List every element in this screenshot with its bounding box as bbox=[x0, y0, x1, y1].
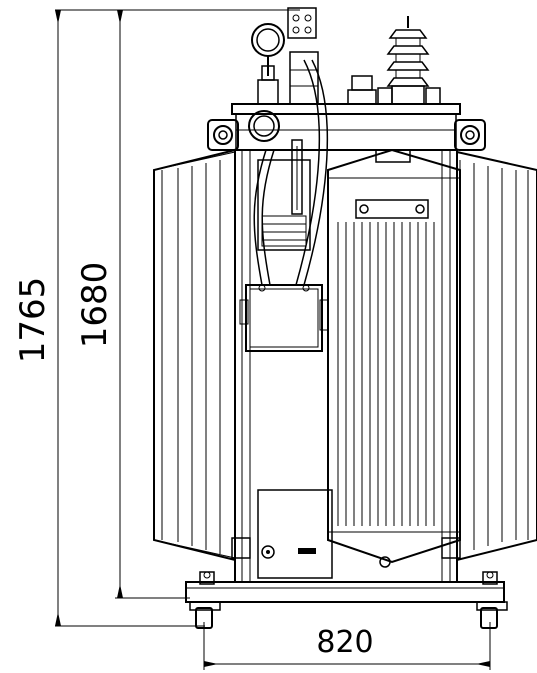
lv-bushings bbox=[347, 75, 441, 105]
pressure-gauge-top bbox=[251, 23, 285, 105]
wheel-right bbox=[476, 601, 508, 629]
cables bbox=[253, 59, 329, 286]
top-bracket bbox=[287, 7, 317, 39]
gas-relay bbox=[289, 51, 319, 105]
dimension-label-wheel-track: 820 bbox=[316, 625, 373, 660]
dimension-820: 820 bbox=[203, 622, 491, 670]
radiator-right bbox=[441, 150, 537, 562]
gauge-lower bbox=[248, 110, 280, 142]
lifting-lug-left bbox=[207, 119, 239, 151]
dimension-label-overall-height: 1765 bbox=[13, 277, 53, 364]
junction-box bbox=[239, 284, 329, 352]
dimension-1765: 1765 bbox=[13, 9, 300, 627]
instrument-panel bbox=[257, 139, 311, 251]
wheel-left bbox=[189, 601, 221, 629]
radiator-left bbox=[153, 148, 251, 562]
dimension-label-body-height: 1680 bbox=[75, 262, 115, 349]
lifting-lug-right bbox=[454, 119, 486, 151]
dimension-1680: 1680 bbox=[75, 9, 190, 599]
radiator-front bbox=[327, 148, 461, 568]
hv-bushing bbox=[386, 16, 430, 105]
